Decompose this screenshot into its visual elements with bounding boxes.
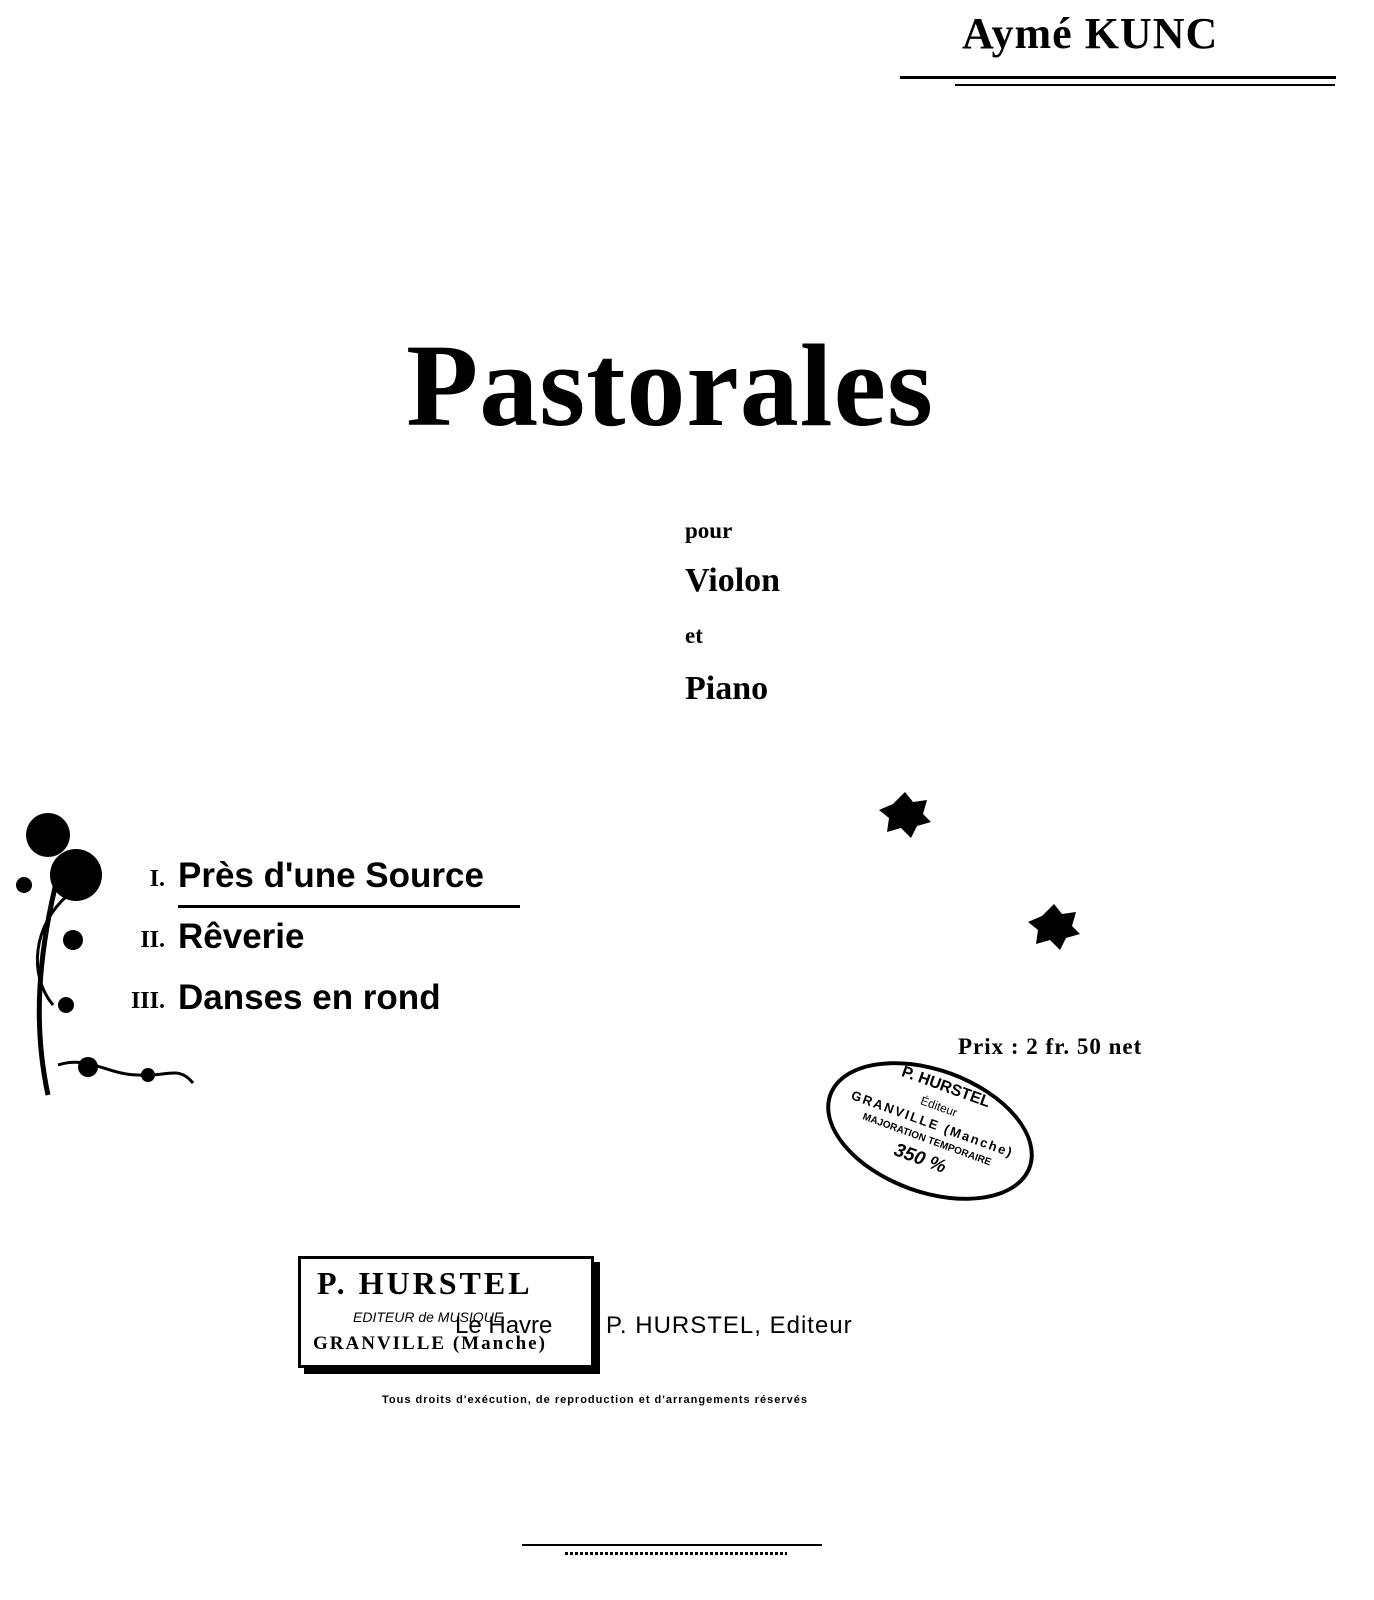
- movement-number: I.: [149, 866, 165, 892]
- instrument-pour: pour: [685, 518, 733, 543]
- header-rule-top: [900, 76, 1336, 79]
- movement-underline: [178, 905, 520, 908]
- movement-number: III.: [130, 988, 165, 1014]
- movement-title: Danses en rond: [178, 978, 441, 1017]
- floral-ornament-icon: [16, 813, 195, 1096]
- oval-stamp: P. HURSTEL Éditeur GRANVILLE (Manche) MA…: [806, 1034, 1054, 1228]
- printer-line: [565, 1552, 787, 1555]
- ink-blot-icon: [1028, 904, 1080, 950]
- publisher-city: Le Havre: [455, 1312, 553, 1339]
- rect-stamp-line: P. HURSTEL: [317, 1265, 533, 1301]
- publisher-name: P. HURSTEL, Editeur: [606, 1312, 853, 1339]
- instrument-violon: Violon: [685, 562, 781, 599]
- instrument-piano: Piano: [685, 670, 769, 707]
- footer-rule: [522, 1544, 822, 1546]
- rectangular-stamp: P. HURSTEL EDITEUR de MUSIQUE GRANVILLE …: [298, 1256, 594, 1368]
- movement-title: Rêverie: [178, 917, 305, 956]
- instrument-et: et: [685, 623, 703, 648]
- header-rule-bottom: [955, 84, 1335, 86]
- movement-number: II.: [140, 927, 165, 953]
- movement-title: Près d'une Source: [178, 856, 484, 895]
- rights-notice: Tous droits d'exécution, de reproduction…: [382, 1394, 808, 1406]
- ink-blot-icon: [879, 792, 931, 838]
- page-title: Pastorales: [406, 320, 934, 451]
- rect-stamp-line: EDITEUR de MUSIQUE: [353, 1309, 504, 1325]
- composer-name: Aymé KUNC: [962, 9, 1219, 58]
- rect-stamp-line: GRANVILLE (Manche): [313, 1333, 547, 1354]
- price-label: Prix : 2 fr. 50 net: [958, 1034, 1143, 1059]
